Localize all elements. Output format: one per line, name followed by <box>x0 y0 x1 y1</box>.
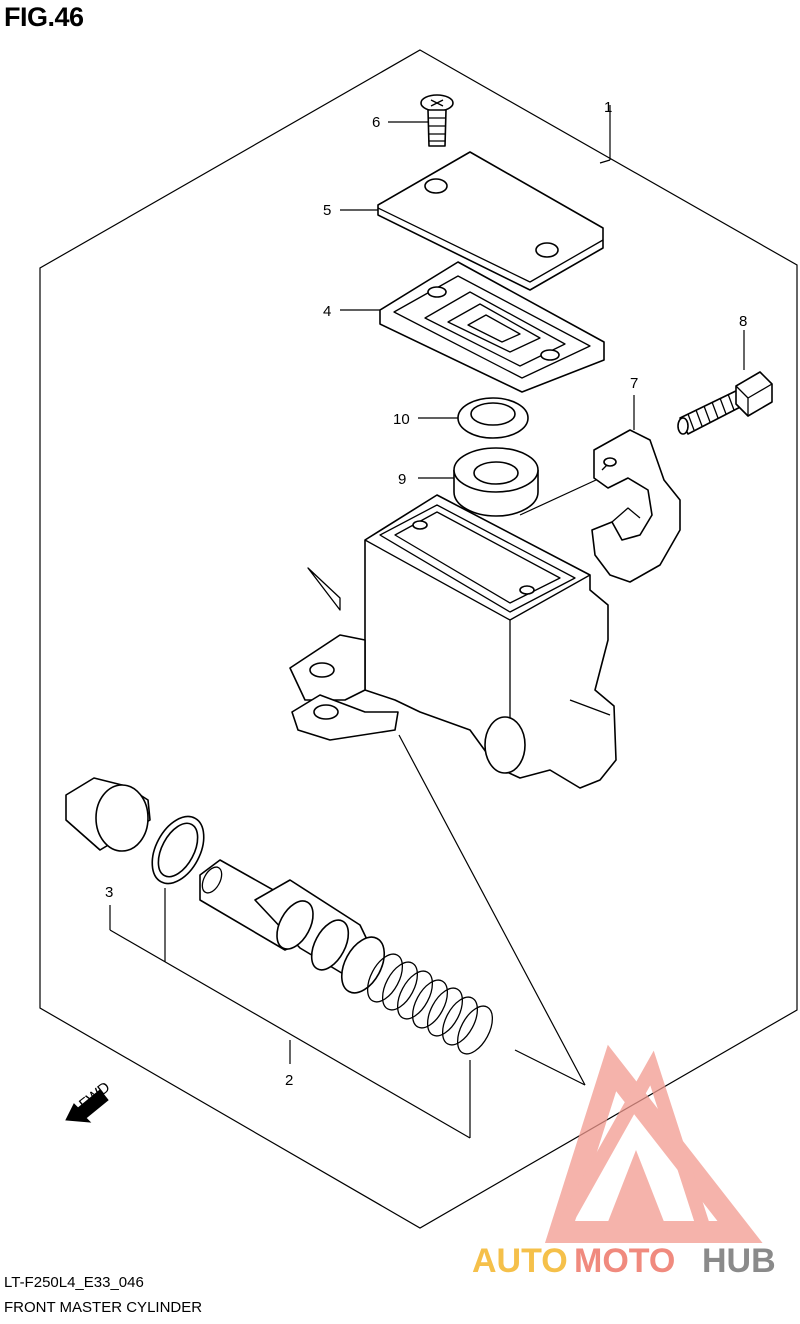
figure-code: LT-F250L4_E33_046 <box>4 1274 144 1291</box>
callout-7: 7 <box>630 375 638 392</box>
part-7-clamp <box>591 429 681 583</box>
part-4-diaphragm <box>379 261 605 393</box>
svg-text:AUTO: AUTO <box>472 1242 568 1280</box>
part-9-seal <box>453 447 539 517</box>
callout-3: 3 <box>105 884 113 901</box>
callout-2: 2 <box>285 1072 293 1089</box>
callout-6: 6 <box>372 114 380 131</box>
figure-title: FIG.46 <box>4 2 84 32</box>
part-2-group-bracket <box>109 888 471 1139</box>
part-10-ring <box>457 397 529 439</box>
piston-assembly <box>199 859 494 1055</box>
svg-text:MOTO: MOTO <box>574 1242 675 1280</box>
callout-5: 5 <box>323 202 331 219</box>
figure-name: FRONT MASTER CYLINDER <box>4 1299 203 1316</box>
callout-1: 1 <box>604 99 612 116</box>
callout-4: 4 <box>323 303 331 320</box>
bore-leader <box>398 734 586 1086</box>
watermark-wordmark: AUTO MOTO HUB <box>472 1242 776 1280</box>
fwd-arrow-icon: FWD <box>65 1079 114 1123</box>
part-6-screw <box>420 94 454 147</box>
callout-9: 9 <box>398 471 406 488</box>
watermark-logo <box>544 1044 763 1243</box>
callout-10: 10 <box>393 411 410 428</box>
circlip <box>151 815 205 885</box>
callout-8: 8 <box>739 313 747 330</box>
part-3-dust-boot <box>65 777 151 852</box>
svg-text:HUB: HUB <box>702 1242 776 1280</box>
assembly-outline <box>39 49 798 1229</box>
part-1-master-cylinder-body <box>289 494 617 789</box>
part-5-reservoir-cap <box>377 151 604 291</box>
part-8-bolt <box>677 371 773 435</box>
